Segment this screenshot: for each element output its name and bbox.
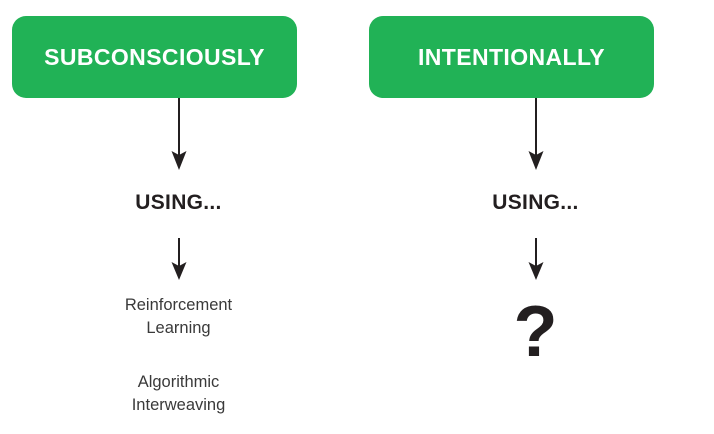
using-label-intentionally: USING... xyxy=(492,191,579,214)
header-box-label: INTENTIONALLY xyxy=(417,43,606,70)
using-label-subconsciously: USING... xyxy=(135,191,222,214)
outcome-line-2: Learning xyxy=(146,319,211,338)
header-box-subconsciously[interactable]: SUBCONSCIOUSLY xyxy=(12,16,297,98)
outcome-line-2: Interweaving xyxy=(131,396,226,415)
arrow-down-icon xyxy=(524,238,548,280)
column-intentionally: INTENTIONALLY USING... ? xyxy=(357,0,714,434)
question-mark-icon: ? xyxy=(513,292,558,372)
arrow-down-icon xyxy=(167,98,191,170)
arrow-down-icon xyxy=(524,98,548,170)
column-subconsciously: SUBCONSCIOUSLY USING... Reinforcement Le… xyxy=(0,16,357,418)
outcome-line-1: Algorithmic xyxy=(137,373,220,391)
outcome-reinforcement-learning: Reinforcement Learning xyxy=(0,294,357,341)
arrow-down-icon xyxy=(167,238,191,280)
header-box-label: SUBCONSCIOUSLY xyxy=(44,43,265,70)
outcome-line-1: Reinforcement xyxy=(124,296,233,314)
header-box-intentionally[interactable]: INTENTIONALLY xyxy=(369,16,654,98)
outcome-algorithmic-interweaving: Algorithmic Interweaving xyxy=(0,371,357,418)
